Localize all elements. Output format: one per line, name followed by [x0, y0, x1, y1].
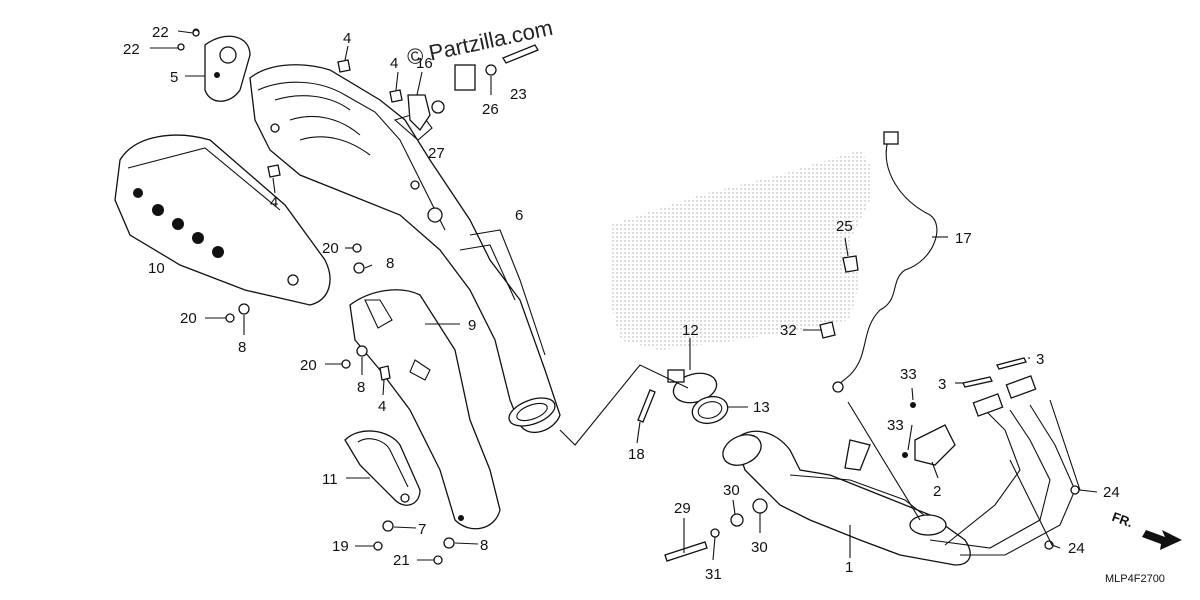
callout-8c: 8 [357, 379, 365, 396]
callout-4c: 4 [270, 194, 278, 211]
callout-31: 31 [705, 566, 722, 583]
callout-10: 10 [148, 260, 165, 277]
leader-lines [150, 30, 1098, 561]
callout-33b: 33 [887, 417, 904, 434]
bracket-part [344, 430, 421, 506]
callout-6: 6 [515, 207, 523, 224]
callout-labels: 22 22 5 4 4 16 26 23 27 4 6 10 20 8 9 20… [123, 24, 1120, 583]
callout-20a: 20 [322, 240, 339, 257]
callout-30b: 30 [751, 539, 768, 556]
callout-8d: 8 [480, 537, 488, 554]
callout-22b: 22 [123, 41, 140, 58]
callout-20b: 20 [180, 310, 197, 327]
callout-8b: 8 [238, 339, 246, 356]
callout-13: 13 [753, 399, 770, 416]
callout-11: 11 [322, 471, 338, 488]
callout-12: 12 [682, 322, 699, 339]
callout-33a: 33 [900, 366, 917, 383]
muffler-heat-shield-part [114, 134, 331, 306]
sensor-bracket-part [902, 402, 956, 466]
clamp-part [667, 369, 718, 404]
callout-2: 2 [933, 483, 941, 500]
callout-3b: 3 [938, 376, 946, 393]
gasket-part [691, 395, 729, 425]
callout-29: 29 [674, 500, 691, 517]
muffler-end-cover-part [192, 28, 251, 102]
callout-3a: 3 [1036, 351, 1044, 368]
diagram-code: MLP4F2700 [1105, 573, 1165, 585]
callout-19: 19 [332, 538, 349, 555]
callout-23: 23 [510, 86, 527, 103]
callout-4a: 4 [343, 30, 351, 47]
frame-silhouette [610, 150, 870, 350]
callout-20c: 20 [300, 357, 317, 374]
callout-5: 5 [170, 69, 178, 86]
front-direction-arrow [1142, 530, 1182, 550]
callout-18: 18 [628, 446, 645, 463]
callout-8a: 8 [386, 255, 394, 272]
callout-1: 1 [845, 559, 853, 576]
callout-7: 7 [418, 521, 426, 538]
callout-32: 32 [780, 322, 797, 339]
lower-heat-shield-part [349, 289, 501, 530]
callout-16: 16 [416, 55, 433, 72]
o2-sensor-part [819, 131, 938, 393]
callout-25: 25 [836, 218, 853, 235]
callout-21: 21 [393, 552, 410, 569]
exhaust-pipe-part [722, 375, 1076, 566]
callout-4b: 4 [390, 55, 398, 72]
callout-30a: 30 [723, 482, 740, 499]
callout-9: 9 [468, 317, 476, 334]
callout-24b: 24 [1068, 540, 1085, 557]
callout-22a: 22 [152, 24, 169, 41]
callout-4d: 4 [378, 398, 386, 415]
muffler-part [249, 64, 561, 434]
callout-27: 27 [428, 145, 445, 162]
callout-24a: 24 [1103, 484, 1120, 501]
callout-26: 26 [482, 101, 499, 118]
callout-17: 17 [955, 230, 972, 247]
direction-label: FR. [1110, 509, 1135, 530]
